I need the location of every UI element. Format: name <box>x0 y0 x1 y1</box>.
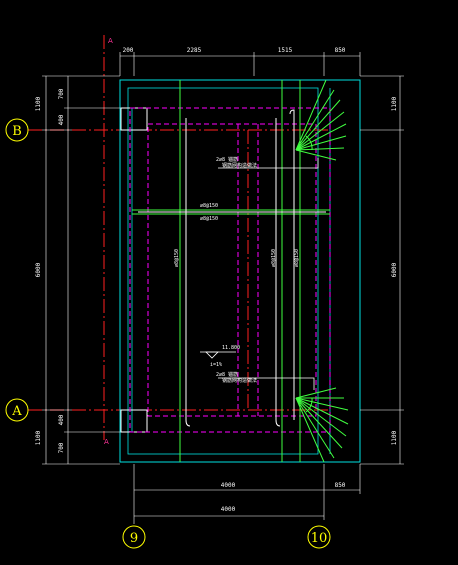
dim-bottom-850: 850 <box>335 482 346 489</box>
elevation-marker <box>205 351 219 359</box>
note-top-2: 钢筋网构造做法 <box>222 162 257 169</box>
axis-label-9: 9 <box>130 531 138 546</box>
dim-top-850: 850 <box>335 47 346 54</box>
axis-label-10: 10 <box>311 531 328 546</box>
note-v-right: ⌀8@150 <box>294 249 300 267</box>
note-mid-1: ⌀8@150 <box>200 203 218 209</box>
dim-left-1100-bot: 1100 <box>35 430 42 445</box>
dim-right-1100-top: 1100 <box>391 96 398 111</box>
note-slope: i=1% <box>210 362 222 368</box>
leader-top <box>218 158 319 169</box>
fan-bottom-right <box>295 387 349 463</box>
dim-bottom-4000-b: 4000 <box>221 506 236 513</box>
dim-left-6000: 6000 <box>35 262 42 277</box>
dim-top-2285: 2285 <box>187 47 202 54</box>
axis-bubble-10 <box>307 525 331 549</box>
note-elevation: 11.800 <box>222 345 240 351</box>
axis-label-B: B <box>12 124 22 139</box>
column-bot-left <box>120 409 148 433</box>
tank-outline-inner <box>147 123 317 417</box>
dim-lines-bottom <box>133 464 361 524</box>
rebar-white-v3 <box>289 109 295 420</box>
axis-label-A: A <box>11 404 22 419</box>
note-v-mid: ⌀8@150 <box>271 249 277 267</box>
dim-top-200: 200 <box>123 47 134 54</box>
leader-bot <box>218 377 315 390</box>
inner-wall <box>127 87 319 455</box>
note-mid-2: ⌀8@150 <box>200 216 218 222</box>
rebar-white-v2 <box>275 118 281 427</box>
section-mark-top: A <box>108 37 113 45</box>
dim-bottom-4000-a: 4000 <box>221 482 236 489</box>
note-top-1: 2⌀8 锚筋 <box>216 156 238 163</box>
note-v-left: ⌀8@150 <box>174 249 180 267</box>
tank-outline-outer <box>129 107 331 433</box>
fan-top-right <box>295 79 347 161</box>
section-mark-bottom: A <box>104 438 109 446</box>
axis-bubble-9 <box>122 525 146 549</box>
dim-left-1100-top: 1100 <box>35 96 42 111</box>
dim-left-700-bot: 700 <box>58 442 65 453</box>
axis-bubble-B <box>5 118 29 142</box>
rebar-white-v1 <box>185 118 191 427</box>
dim-lines-top <box>119 52 361 76</box>
dim-left-400-top: 400 <box>58 114 65 125</box>
dim-left-400-bot: 400 <box>58 414 65 425</box>
dim-lines-left <box>42 75 120 465</box>
dim-left-700-top: 700 <box>58 88 65 99</box>
dim-right-6000: 6000 <box>391 262 398 277</box>
dim-lines-right <box>360 75 404 465</box>
outer-wall <box>119 79 361 463</box>
dim-right-1100-bot: 1100 <box>391 430 398 445</box>
dim-top-1515: 1515 <box>278 47 293 54</box>
note-bot-1: 2⌀8 锚筋 <box>216 371 238 378</box>
axis-bubble-A <box>5 398 29 422</box>
note-bot-2: 钢筋网构造做法 <box>222 377 257 384</box>
column-top-left <box>120 107 148 131</box>
